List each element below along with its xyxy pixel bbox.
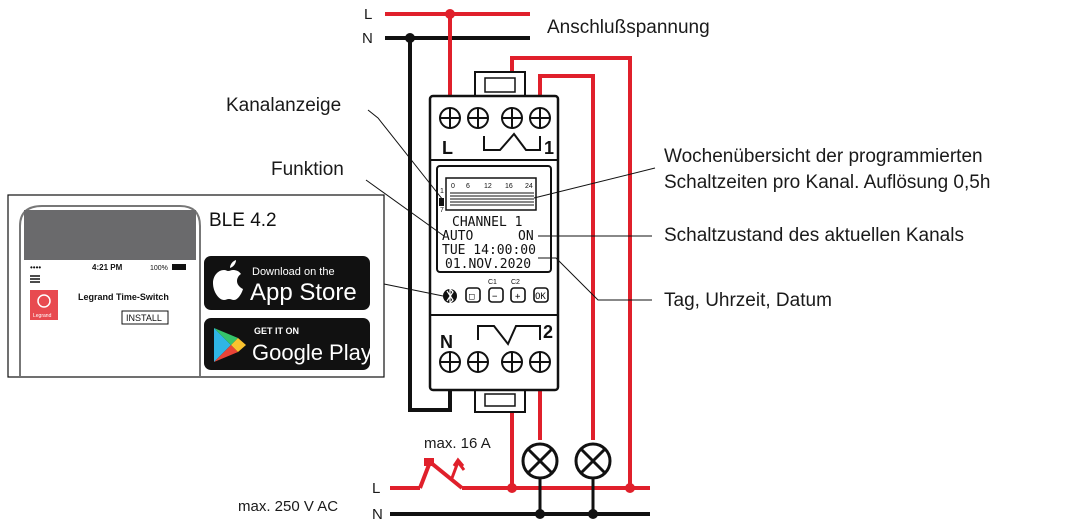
- terminal-screw-icon: [501, 107, 523, 129]
- callout-line-bluetooth: [383, 283, 444, 297]
- callout-line-week: [533, 167, 656, 199]
- day-mark-1: 1: [440, 188, 444, 195]
- terminal-screw-icon: [467, 351, 489, 373]
- terminal-screw-icon: [529, 351, 551, 373]
- callout-line-function: [365, 179, 445, 237]
- day-mark-7: 7: [440, 207, 444, 214]
- load-n-label: N: [372, 506, 383, 521]
- bluetooth-icon: [443, 287, 457, 305]
- install-button-label: INSTALL: [126, 313, 162, 323]
- channel-indicator: [439, 198, 444, 206]
- app-store-badge[interactable]: Download on the App Store: [204, 256, 370, 310]
- top-terminals: L 1: [439, 107, 554, 158]
- callout-line-datetime: [538, 257, 652, 301]
- button-c1-label: C1: [488, 279, 497, 286]
- circuit-breaker-icon: [418, 457, 466, 490]
- callout-week-line1: Wochenübersicht der programmierten: [664, 146, 983, 167]
- terminal-2-label: 2: [543, 322, 553, 342]
- callout-datetime-label: Tag, Uhrzeit, Datum: [664, 290, 832, 311]
- display-line-channel: CHANNEL 1: [452, 215, 522, 230]
- app-name: Legrand Time-Switch: [78, 292, 169, 302]
- terminal-screw-icon: [439, 107, 461, 129]
- terminal-screw-icon: [501, 351, 523, 373]
- hamburger-menu-icon[interactable]: [30, 275, 40, 283]
- time-switch-device: L 1 0 6 12 16 24 1 7 CHANNEL 1 AUTO ON T…: [428, 71, 560, 413]
- scale-16: 16: [505, 183, 513, 190]
- button-c2-label: C2: [511, 279, 520, 286]
- relay-contact-2: [477, 325, 541, 346]
- scale-6: 6: [466, 183, 470, 190]
- terminal-screw-icon: [439, 351, 461, 373]
- plus-button[interactable]: +: [510, 287, 526, 303]
- ble-version: BLE 4.2: [209, 210, 277, 231]
- load-l-junction-1: [507, 483, 517, 493]
- menu-button-icon: □: [469, 292, 475, 302]
- load-voltage-label: max. 250 V AC: [238, 498, 338, 515]
- terminal-1-label: 1: [544, 138, 554, 158]
- lcd-display: 0 6 12 16 24 1 7 CHANNEL 1 AUTO ON TUE 1…: [436, 165, 552, 273]
- app-panel: •••• 4:21 PM 100% Legrand Legrand Time-S…: [7, 194, 385, 378]
- apple-icon: [213, 260, 243, 300]
- callout-state-label: Schaltzustand des aktuellen Kanals: [664, 225, 964, 246]
- callout-function-label: Funktion: [271, 159, 344, 180]
- display-line-mode: AUTO: [442, 229, 473, 244]
- bottom-terminals: N 2: [439, 322, 553, 373]
- google-play-badge[interactable]: GET IT ON Google Play: [204, 318, 372, 370]
- supply-n-label: N: [362, 30, 373, 47]
- load-l-label: L: [372, 480, 380, 497]
- terminal-l-label: L: [442, 138, 453, 158]
- minus-button[interactable]: −: [488, 287, 504, 303]
- app-store-big: App Store: [250, 279, 357, 306]
- menu-button[interactable]: □: [465, 287, 481, 303]
- ok-button-label: OK: [535, 292, 546, 302]
- smartphone-mockup: •••• 4:21 PM 100% Legrand Legrand Time-S…: [19, 205, 201, 376]
- callout-week-line2: Schaltzeiten pro Kanal. Auflösung 0,5h: [664, 172, 990, 193]
- load-l-junction-2: [625, 483, 635, 493]
- google-play-icon: [214, 328, 246, 362]
- load-current-label: max. 16 A: [424, 435, 491, 452]
- display-line-time: TUE 14:00:00: [442, 243, 536, 258]
- lamp-icon: [574, 442, 612, 514]
- ok-button[interactable]: OK: [533, 287, 549, 303]
- display-line-state: ON: [518, 229, 534, 244]
- app-store-small: Download on the: [252, 266, 335, 278]
- control-buttons: C1 C2 □ − + OK: [443, 279, 549, 305]
- callouts: [365, 109, 656, 301]
- callout-channel-label: Kanalanzeige: [226, 95, 341, 116]
- scale-0: 0: [451, 183, 455, 190]
- supply-l-label: L: [364, 6, 372, 23]
- terminal-screw-icon: [467, 107, 489, 129]
- callout-line-channel: [367, 109, 444, 201]
- relay-contact-1: [483, 132, 541, 151]
- display-line-date: 01.NOV.2020: [445, 257, 531, 272]
- phone-header-bar: [24, 212, 196, 260]
- supply-voltage-label: Anschlußspannung: [547, 17, 710, 38]
- google-play-small: GET IT ON: [254, 326, 299, 336]
- install-button[interactable]: INSTALL: [121, 310, 169, 325]
- phone-time: 4:21 PM: [92, 263, 123, 272]
- scale-12: 12: [484, 183, 492, 190]
- terminal-n-label: N: [440, 332, 453, 352]
- battery-icon: [172, 264, 186, 270]
- app-logo-brand: Legrand: [33, 313, 52, 319]
- week-overview-bars: [450, 192, 534, 206]
- phone-signal: ••••: [30, 263, 41, 272]
- terminal-screw-icon: [529, 107, 551, 129]
- plus-button-icon: +: [515, 292, 521, 302]
- minus-button-icon: −: [492, 292, 498, 302]
- load-wires: max. 16 A L N max. 250 V AC: [238, 435, 650, 523]
- google-play-big: Google Play: [252, 340, 372, 365]
- phone-battery: 100%: [150, 265, 168, 272]
- lamp-icon: [521, 442, 559, 514]
- scale-24: 24: [525, 183, 533, 190]
